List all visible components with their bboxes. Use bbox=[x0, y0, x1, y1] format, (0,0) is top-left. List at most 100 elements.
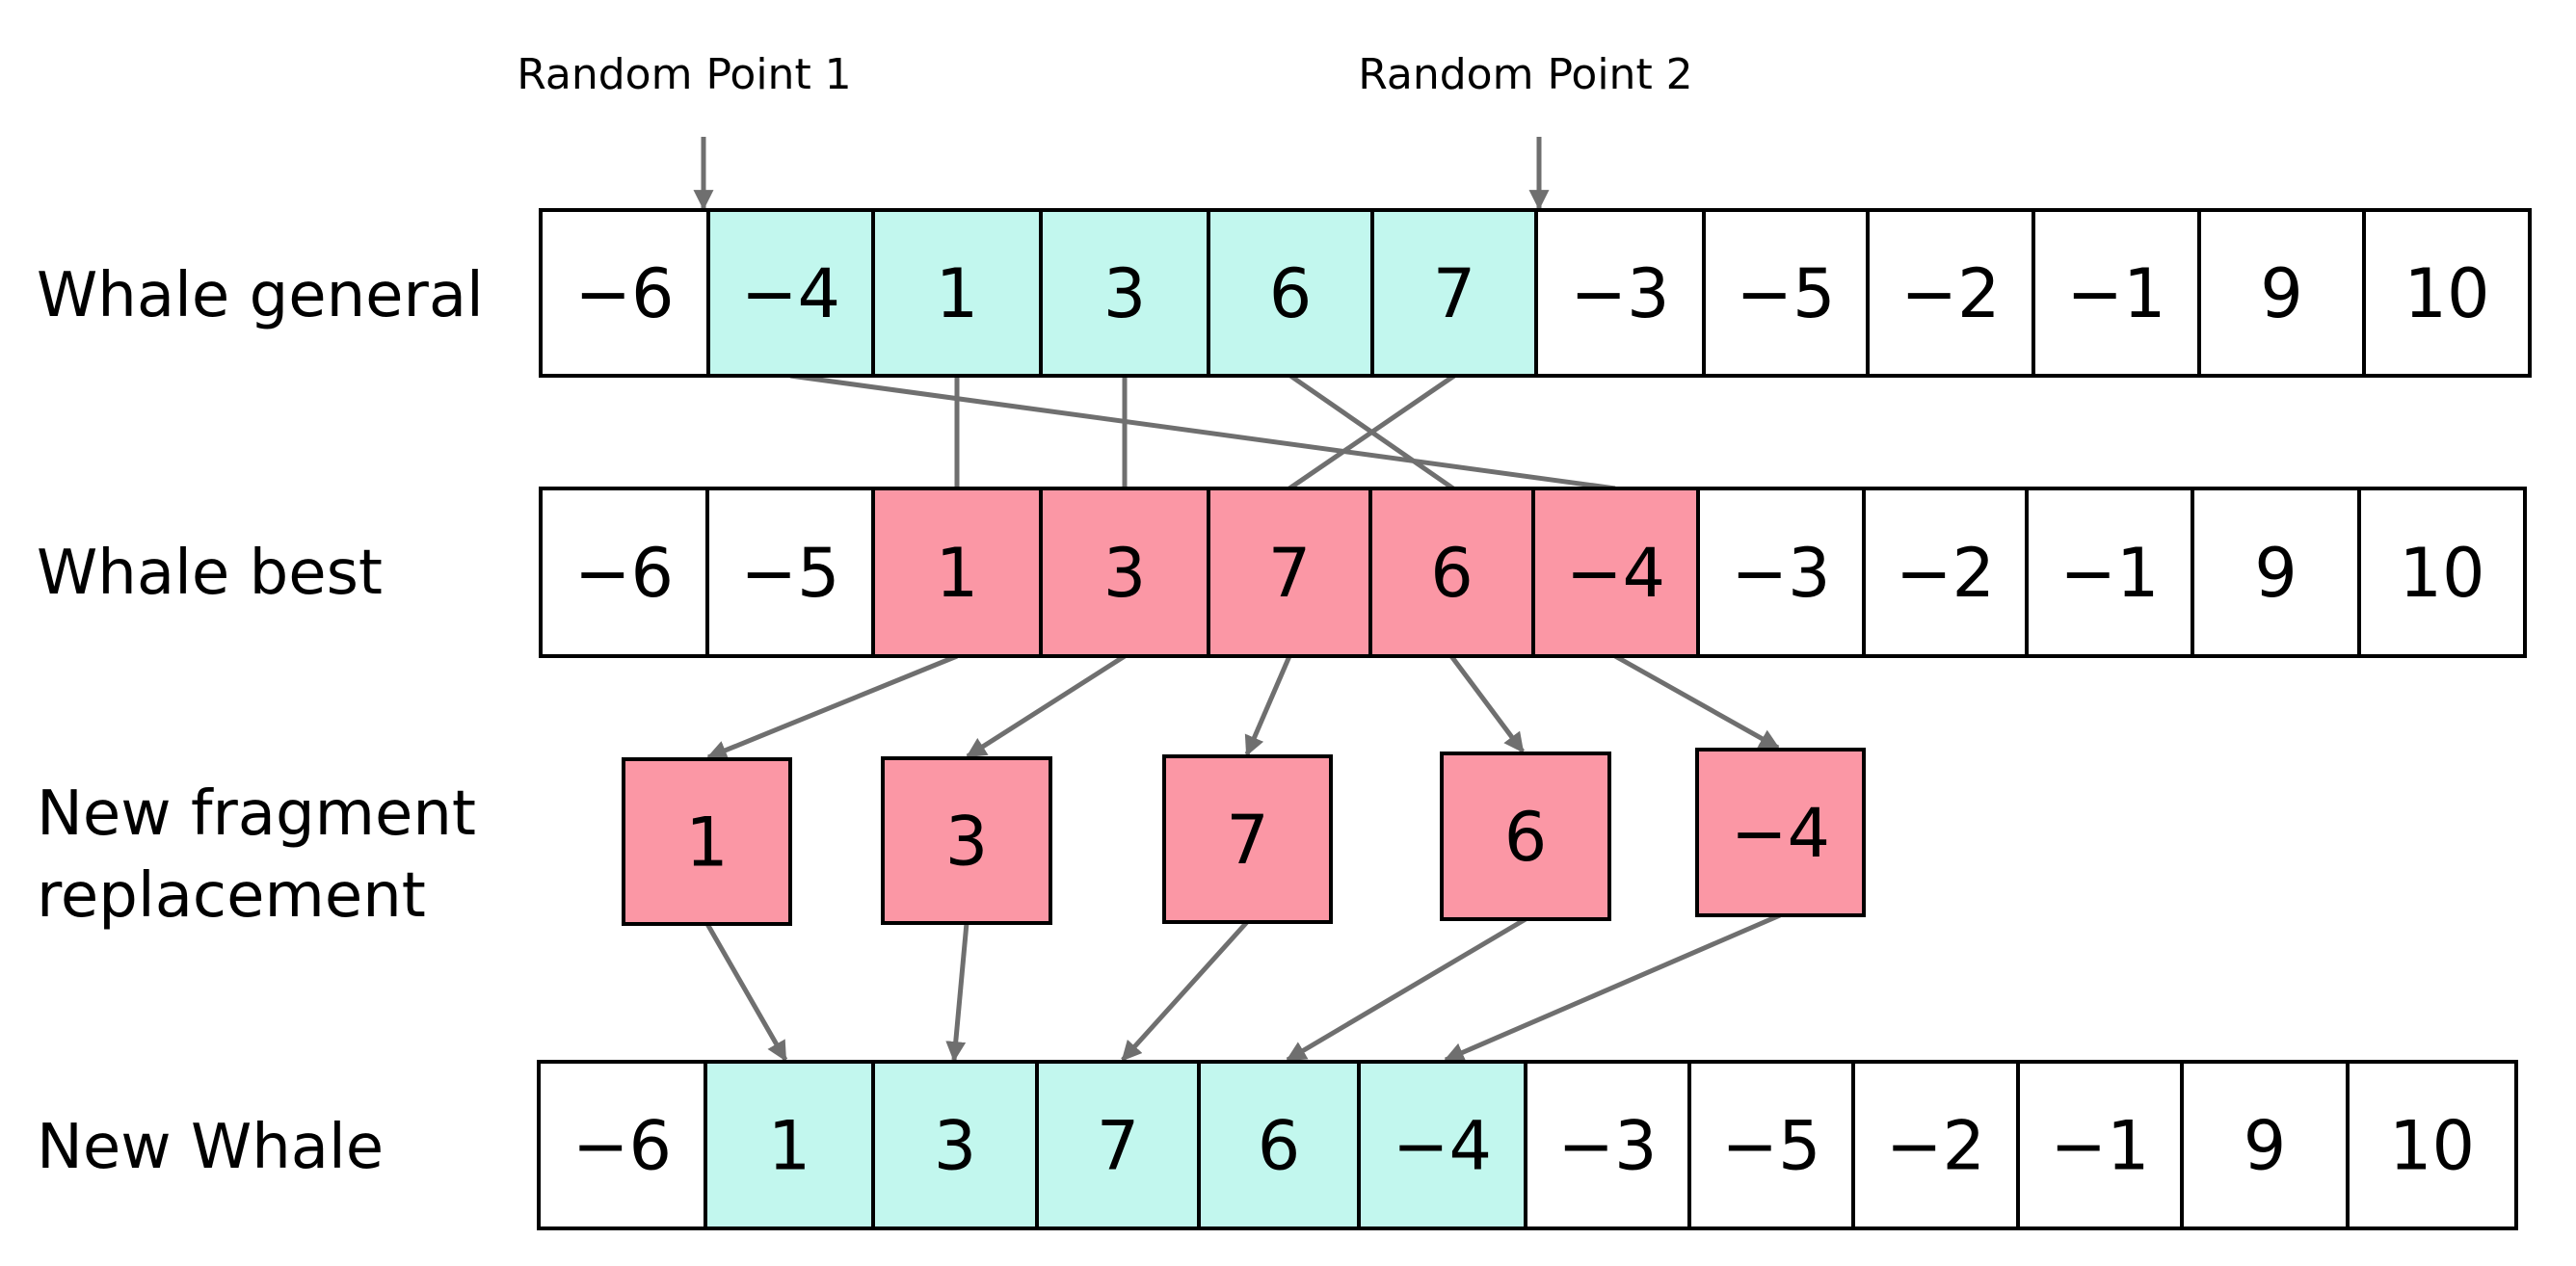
cell-whale-best-6-value: 6 bbox=[1430, 534, 1474, 613]
cell-new-whale-7-box bbox=[1524, 1060, 1691, 1230]
cell-fragment-4-box bbox=[1440, 752, 1611, 921]
cell-whale-general-6: 7 bbox=[1370, 208, 1538, 378]
cell-whale-general-4-value: 3 bbox=[1103, 254, 1147, 333]
cell-whale-best-8-value: −3 bbox=[1731, 534, 1830, 613]
cell-fragment-1-box bbox=[622, 757, 792, 926]
cell-whale-best-2-value: −5 bbox=[740, 534, 839, 613]
cell-fragment-2-value: 3 bbox=[945, 803, 989, 882]
cell-whale-general-11-value: 9 bbox=[2260, 254, 2303, 333]
cell-whale-best-5: 7 bbox=[1207, 487, 1372, 658]
cell-whale-general-10-box bbox=[2032, 208, 2201, 378]
cell-whale-general-8: −5 bbox=[1702, 208, 1870, 378]
cell-whale-best-4-value: 3 bbox=[1103, 534, 1147, 613]
insert-arrow-neg4 bbox=[1444, 912, 1781, 1063]
cell-whale-general-1-value: −6 bbox=[574, 254, 674, 333]
cell-whale-general-9-value: −2 bbox=[1900, 254, 2000, 333]
cell-new-whale-8: −5 bbox=[1687, 1060, 1855, 1230]
cell-whale-general-8-value: −5 bbox=[1736, 254, 1835, 333]
cell-new-whale-6-box bbox=[1357, 1060, 1527, 1230]
cell-new-whale-6-value: −4 bbox=[1393, 1107, 1492, 1186]
cell-whale-general-2: −4 bbox=[706, 208, 875, 378]
cell-new-whale-2: 1 bbox=[704, 1060, 875, 1230]
cell-new-whale-11: 9 bbox=[2180, 1060, 2350, 1230]
cell-new-whale-8-box bbox=[1687, 1060, 1855, 1230]
map-line-neg4 bbox=[789, 373, 1616, 491]
cell-new-whale-9-value: −2 bbox=[1886, 1107, 1985, 1186]
cell-new-whale-2-box bbox=[704, 1060, 875, 1230]
row-label-whale-general: Whale general bbox=[37, 260, 484, 331]
cell-whale-general-8-box bbox=[1702, 208, 1870, 378]
cell-whale-general-4: 3 bbox=[1039, 208, 1210, 378]
fragment-arrow-6 bbox=[1448, 654, 1526, 753]
cell-whale-general-3-value: 1 bbox=[936, 254, 979, 333]
insert-arrow-3 bbox=[945, 922, 969, 1063]
cell-new-whale-7-value: −3 bbox=[1557, 1107, 1657, 1186]
cell-whale-best-1: −6 bbox=[539, 487, 709, 658]
fragment-arrow-7 bbox=[1244, 655, 1292, 756]
cell-whale-best-10: −1 bbox=[2025, 487, 2194, 658]
cell-whale-general-12: 10 bbox=[2362, 208, 2532, 378]
fragment-arrow-neg4 bbox=[1613, 653, 1780, 751]
row-label-new-whale: New Whale bbox=[37, 1112, 384, 1183]
cell-new-whale-7: −3 bbox=[1524, 1060, 1691, 1230]
cell-whale-best-9: −2 bbox=[1862, 487, 2029, 658]
cell-whale-general-3: 1 bbox=[871, 208, 1043, 378]
cell-whale-best-9-box bbox=[1862, 487, 2029, 658]
cell-whale-general-7: −3 bbox=[1534, 208, 1706, 378]
cell-new-whale-11-box bbox=[2180, 1060, 2350, 1230]
cell-new-whale-5-value: 6 bbox=[1258, 1107, 1301, 1186]
cell-new-whale-12-box bbox=[2346, 1060, 2518, 1230]
cell-whale-best-11-box bbox=[2191, 487, 2361, 658]
insert-arrow-1 bbox=[704, 922, 788, 1062]
cell-new-whale-8-value: −5 bbox=[1721, 1107, 1820, 1186]
random-point-2-label: Random Point 2 bbox=[1358, 50, 1692, 99]
cell-new-whale-9: −2 bbox=[1851, 1060, 2020, 1230]
cell-whale-general-10: −1 bbox=[2032, 208, 2201, 378]
fragment-arrow-1 bbox=[706, 653, 958, 760]
cell-whale-best-6: 6 bbox=[1368, 487, 1535, 658]
cell-whale-general-12-value: 10 bbox=[2403, 254, 2489, 333]
cell-whale-general-11-box bbox=[2197, 208, 2366, 378]
cell-new-whale-5: 6 bbox=[1197, 1060, 1361, 1230]
connector-lines bbox=[693, 137, 1781, 1063]
cell-new-whale-10-box bbox=[2016, 1060, 2184, 1230]
cell-whale-best-12-box bbox=[2357, 487, 2527, 658]
cell-fragment-1: 1 bbox=[622, 757, 792, 926]
cell-whale-best-4: 3 bbox=[1039, 487, 1210, 658]
cell-new-whale-1-value: −6 bbox=[572, 1107, 672, 1186]
cell-new-whale-2-value: 1 bbox=[768, 1107, 811, 1186]
cell-fragment-5-value: −4 bbox=[1731, 794, 1830, 873]
row-label-whale-best: Whale best bbox=[37, 538, 383, 609]
cell-whale-general-12-box bbox=[2362, 208, 2532, 378]
cell-whale-general-5-value: 6 bbox=[1269, 254, 1313, 333]
row-label-new-fragment: New fragment replacement bbox=[37, 778, 495, 932]
cell-new-whale-12: 10 bbox=[2346, 1060, 2518, 1230]
cell-whale-best-7: −4 bbox=[1531, 487, 1700, 658]
cell-whale-general-5: 6 bbox=[1207, 208, 1374, 378]
cell-whale-best-7-value: −4 bbox=[1566, 534, 1665, 613]
cell-whale-best-11-value: 9 bbox=[2254, 534, 2297, 613]
cell-new-whale-5-box bbox=[1197, 1060, 1361, 1230]
cell-whale-best-5-value: 7 bbox=[1268, 534, 1312, 613]
cell-new-whale-3-box bbox=[871, 1060, 1039, 1230]
cell-new-whale-10: −1 bbox=[2016, 1060, 2184, 1230]
cell-fragment-4: 6 bbox=[1440, 752, 1611, 921]
cell-whale-best-3-value: 1 bbox=[936, 534, 979, 613]
cell-whale-best-10-value: −1 bbox=[2059, 534, 2159, 613]
cell-whale-general-3-box bbox=[871, 208, 1043, 378]
cell-whale-general-10-value: −1 bbox=[2066, 254, 2165, 333]
cell-whale-best-9-value: −2 bbox=[1896, 534, 1995, 613]
cell-new-whale-3: 3 bbox=[871, 1060, 1039, 1230]
cell-new-whale-12-value: 10 bbox=[2389, 1107, 2475, 1186]
cell-whale-best-10-box bbox=[2025, 487, 2194, 658]
cell-whale-general-11: 9 bbox=[2197, 208, 2366, 378]
cell-whale-general-9: −2 bbox=[1866, 208, 2035, 378]
cell-fragment-3-box bbox=[1162, 754, 1333, 924]
cell-whale-general-6-box bbox=[1370, 208, 1538, 378]
cell-whale-best-11: 9 bbox=[2191, 487, 2361, 658]
cell-new-whale-4-box bbox=[1035, 1060, 1201, 1230]
cell-whale-best-4-box bbox=[1039, 487, 1210, 658]
cell-fragment-1-value: 1 bbox=[685, 804, 729, 883]
